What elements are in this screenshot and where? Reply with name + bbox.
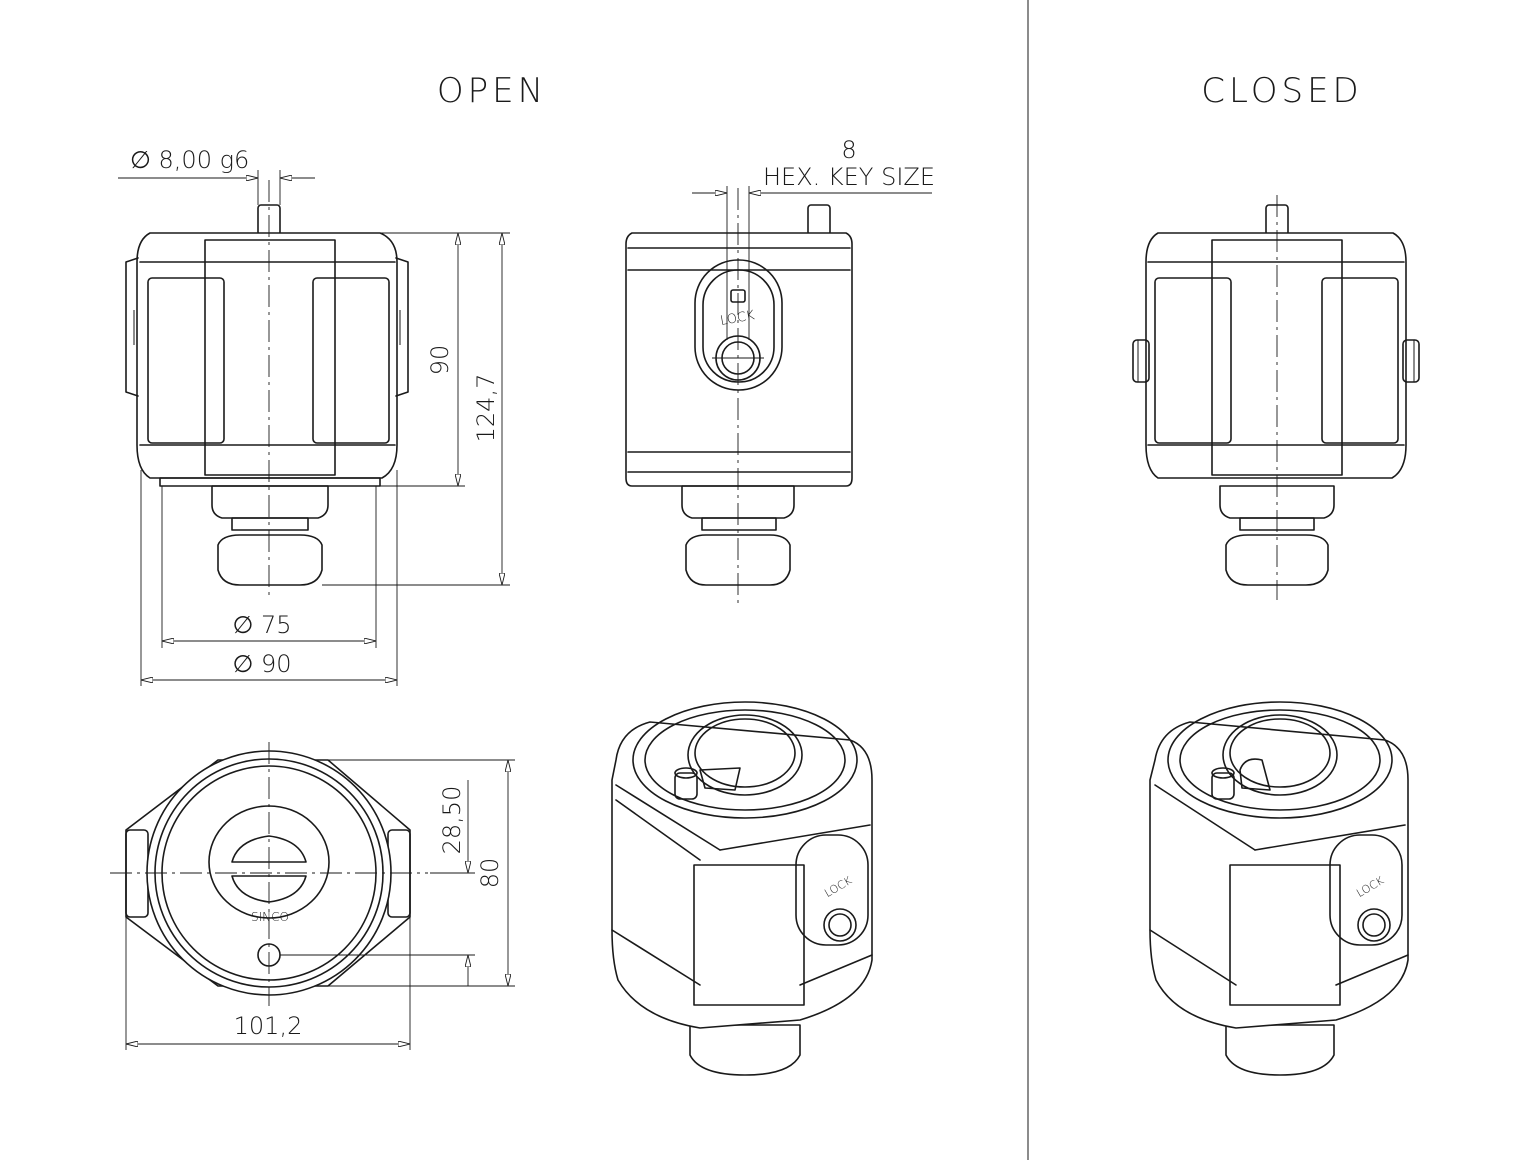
dim-offset: 28,50	[438, 786, 466, 855]
brand-logo: SINCO	[251, 910, 289, 924]
dim-diameter-small: ∅ 75	[232, 611, 291, 639]
side-lock-label: LOCK	[719, 308, 756, 329]
open-bottom-view: SINCO	[110, 742, 428, 1006]
dim-height-total: 124,7	[472, 374, 500, 443]
title-closed: CLOSED	[1201, 71, 1362, 111]
dim-hex-size: 8	[841, 136, 856, 164]
dim-hex-label: HEX. KEY SIZE	[763, 163, 935, 191]
open-isometric-view: LOCK	[611, 701, 873, 1076]
open-front-view	[125, 180, 409, 600]
title-open: OPEN	[437, 71, 547, 111]
dim-depth: 80	[476, 858, 504, 889]
dim-height-body: 90	[426, 345, 454, 376]
open-side-view: LOCK	[625, 188, 853, 605]
closed-front-view	[1132, 195, 1420, 600]
dim-diameter-large: ∅ 90	[232, 650, 291, 678]
open-side-dimensions: 8 HEX. KEY SIZE	[692, 136, 935, 340]
dim-pin-diameter: ∅ 8,00 g6	[130, 146, 249, 174]
dim-width: 101,2	[234, 1012, 303, 1040]
closed-isometric-view: LOCK	[1149, 701, 1409, 1076]
open-front-dimensions: ∅ 8,00 g6 90 124,7 ∅ 75 ∅ 90	[118, 146, 510, 686]
open-bottom-dimensions: 80 28,50 101,2	[125, 759, 515, 1050]
